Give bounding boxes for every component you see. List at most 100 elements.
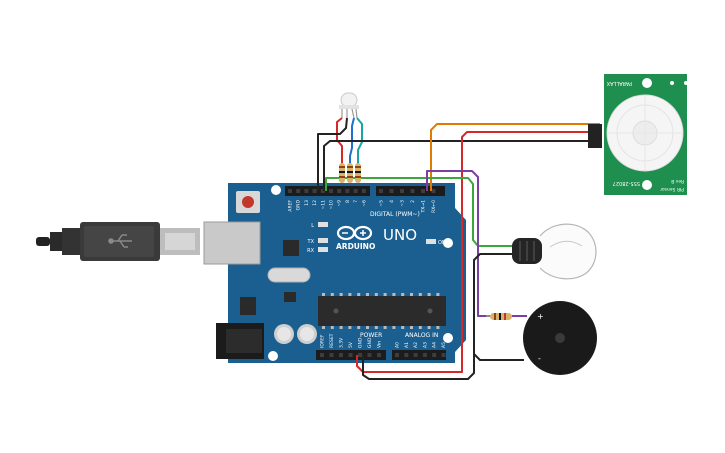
header-pin-hole bbox=[304, 189, 309, 193]
usb-icon bbox=[108, 234, 132, 248]
header-pin-hole bbox=[422, 353, 427, 357]
resistor bbox=[347, 163, 353, 183]
header-pin-hole bbox=[358, 353, 362, 357]
header-pin-hole bbox=[410, 189, 415, 193]
pin-label: ~3 bbox=[400, 200, 406, 207]
piezo-buzzer: + - bbox=[523, 301, 597, 375]
chip-leg bbox=[348, 326, 352, 329]
wire-purple-buzzer bbox=[426, 170, 490, 317]
chip-leg bbox=[392, 326, 396, 329]
chip-leg bbox=[330, 293, 334, 296]
pir-sensor: PARALLAX 555-28027 PIR Sensor Rev B bbox=[588, 74, 688, 195]
chip-leg bbox=[436, 293, 440, 296]
pin-label: 3.3V bbox=[339, 337, 345, 348]
power-label: POWER bbox=[360, 332, 382, 339]
pir-rev-label: Rev B bbox=[671, 178, 684, 184]
chip-leg bbox=[322, 293, 325, 296]
chip-leg bbox=[374, 326, 378, 329]
header-pin-hole bbox=[377, 353, 381, 357]
pir-brand-label: PARALLAX bbox=[606, 80, 632, 86]
tx-led-label: TX bbox=[307, 239, 315, 245]
wire-black-lamp-ground bbox=[473, 253, 524, 361]
pin-label: A5 bbox=[441, 342, 447, 348]
chip-leg bbox=[357, 326, 361, 329]
pin-label: A0 bbox=[395, 342, 401, 348]
reset-button[interactable] bbox=[236, 191, 260, 213]
header-pin-hole bbox=[296, 189, 301, 193]
header-pin-hole bbox=[329, 353, 334, 357]
usb-jack bbox=[203, 221, 261, 265]
capacitor bbox=[297, 324, 317, 344]
resistor bbox=[355, 163, 361, 183]
chip-leg bbox=[366, 326, 369, 329]
header-pin-hole bbox=[348, 353, 353, 357]
status-leds: L TX RX bbox=[307, 222, 328, 254]
digital-header-label: DIGITAL (PWM~) bbox=[370, 211, 420, 218]
wire-red-led bbox=[336, 117, 343, 168]
header-pin-hole bbox=[395, 353, 399, 357]
buzzer-resistor bbox=[486, 313, 527, 320]
chip-leg bbox=[339, 326, 343, 329]
brand-label: ARDUINO bbox=[336, 242, 375, 251]
wire-black-board-ground bbox=[362, 354, 475, 380]
wires bbox=[317, 117, 600, 380]
header-pin-hole bbox=[345, 189, 350, 193]
mounting-hole bbox=[271, 185, 281, 195]
chip-leg bbox=[366, 293, 369, 296]
wire-red-pir-vcc bbox=[356, 131, 600, 373]
pin-label: ~5 bbox=[379, 200, 385, 207]
header-pin-hole bbox=[367, 353, 372, 357]
resistor bbox=[339, 163, 345, 183]
l-led-label: L bbox=[311, 223, 314, 229]
chip-leg bbox=[392, 293, 396, 296]
atmega-chip bbox=[318, 296, 446, 326]
infinity-logo-icon bbox=[336, 225, 373, 241]
pir-part-number: 555-28027 bbox=[613, 180, 640, 186]
chip-leg bbox=[418, 326, 422, 329]
rgb-led bbox=[339, 92, 359, 119]
header-pin-hole bbox=[312, 189, 317, 193]
analog-label: ANALOG IN bbox=[405, 332, 438, 339]
mounting-hole bbox=[642, 180, 652, 190]
pin-label: 7 bbox=[353, 200, 359, 203]
mounting-hole bbox=[642, 78, 652, 88]
header-pin-hole bbox=[320, 189, 325, 193]
wire-teal-led bbox=[356, 117, 363, 168]
mounting-hole bbox=[443, 238, 453, 248]
header-pin-hole bbox=[404, 353, 409, 357]
header-pin-hole bbox=[353, 189, 358, 193]
pin-label: AREF bbox=[288, 200, 294, 212]
rx-led-label: RX bbox=[307, 248, 314, 254]
chip-leg bbox=[383, 326, 387, 329]
pin-label: 5V bbox=[348, 341, 354, 348]
chip-leg bbox=[357, 293, 361, 296]
pin-label: ~6 bbox=[361, 200, 367, 207]
pin-label: 2 bbox=[410, 200, 416, 203]
wire-black-led-ground bbox=[317, 117, 348, 191]
header-pin-hole bbox=[320, 353, 324, 357]
crystal-oscillator bbox=[267, 267, 311, 283]
chip-leg bbox=[322, 326, 325, 329]
pin-label: 4 bbox=[389, 200, 395, 203]
chip-leg bbox=[436, 326, 440, 329]
pin-label: 12 bbox=[312, 200, 318, 206]
chip-leg bbox=[374, 293, 378, 296]
chip-leg bbox=[401, 326, 405, 329]
header-pin-hole bbox=[337, 189, 342, 193]
capacitor bbox=[274, 324, 294, 344]
pin-label: ~11 bbox=[320, 200, 326, 210]
pin-label: Vin bbox=[377, 341, 383, 348]
pin-label: IOREF bbox=[320, 334, 326, 348]
buzzer-plus-sign: + bbox=[537, 312, 544, 321]
pin-label: GND bbox=[358, 337, 364, 348]
model-label: UNO bbox=[383, 226, 417, 244]
header-pin-hole bbox=[441, 353, 446, 357]
header-pin-hole bbox=[329, 189, 333, 193]
chip-leg bbox=[383, 293, 387, 296]
led-resistors bbox=[339, 163, 361, 183]
wire-blue-led bbox=[349, 117, 355, 168]
